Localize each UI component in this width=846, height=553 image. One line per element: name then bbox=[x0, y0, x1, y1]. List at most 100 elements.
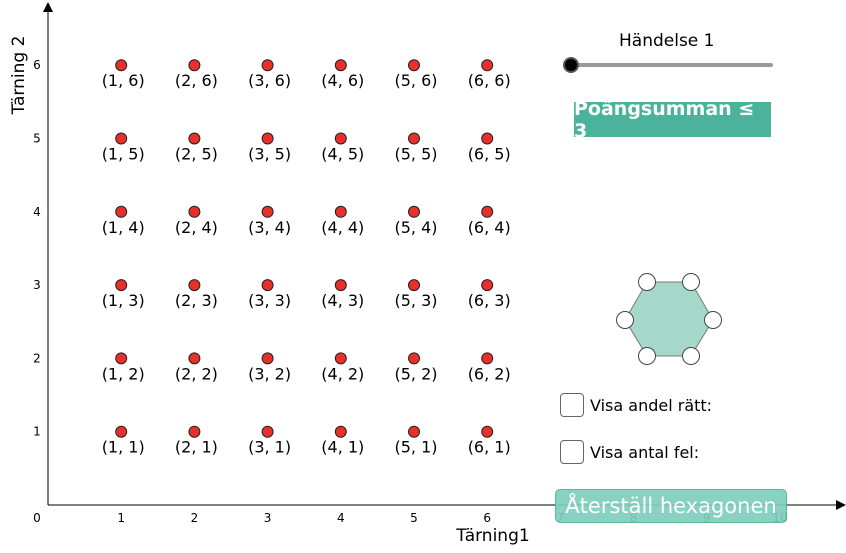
outcome-point[interactable] bbox=[408, 59, 420, 72]
outcome-point[interactable] bbox=[115, 425, 128, 438]
outcome-label: (1, 3) bbox=[102, 291, 145, 310]
outcome-point[interactable] bbox=[408, 425, 420, 438]
hexagon-shape bbox=[624, 281, 714, 357]
outcome-point[interactable] bbox=[481, 59, 494, 72]
outcome-point[interactable] bbox=[408, 132, 420, 145]
outcome-point[interactable] bbox=[261, 279, 274, 292]
outcome-point[interactable] bbox=[481, 425, 494, 438]
outcome-label: (1, 5) bbox=[102, 145, 145, 164]
hexagon-vertex[interactable] bbox=[638, 347, 656, 365]
outcome-label: (1, 1) bbox=[102, 438, 145, 457]
outcome-point[interactable] bbox=[408, 279, 420, 292]
outcome-label: (6, 1) bbox=[468, 438, 511, 457]
outcome-label: (2, 6) bbox=[175, 71, 218, 90]
outcome-point[interactable] bbox=[261, 59, 274, 72]
slider-track[interactable] bbox=[569, 63, 773, 67]
reset-hexagon-button[interactable]: Återställ hexagonen bbox=[555, 489, 787, 523]
event-slider[interactable] bbox=[563, 57, 777, 75]
y-tick-label: 2 bbox=[33, 351, 41, 365]
show-error-count-checkbox[interactable] bbox=[560, 440, 584, 464]
y-tick-label: 5 bbox=[33, 132, 41, 146]
outcome-label: (2, 5) bbox=[175, 145, 218, 164]
outcome-point[interactable] bbox=[481, 132, 494, 145]
hexagon-vertex[interactable] bbox=[704, 311, 722, 329]
hexagon-vertex[interactable] bbox=[616, 311, 634, 329]
outcome-point[interactable] bbox=[334, 352, 347, 365]
outcome-point[interactable] bbox=[334, 425, 347, 438]
outcome-point[interactable] bbox=[481, 279, 494, 292]
outcome-label: (6, 4) bbox=[468, 218, 511, 237]
x-tick-label: 3 bbox=[264, 511, 272, 525]
outcome-point[interactable] bbox=[261, 132, 274, 145]
outcome-point[interactable] bbox=[481, 352, 494, 365]
outcome-point[interactable] bbox=[188, 205, 201, 218]
outcome-label: (3, 2) bbox=[248, 364, 291, 383]
slider-knob[interactable] bbox=[563, 57, 579, 73]
outcome-point[interactable] bbox=[481, 205, 494, 218]
show-error-count-label[interactable]: Visa antal fel: bbox=[590, 442, 700, 462]
outcome-label: (5, 6) bbox=[394, 71, 437, 90]
outcome-point[interactable] bbox=[261, 425, 274, 438]
outcome-label: (5, 1) bbox=[394, 438, 437, 457]
x-tick-label: 0 bbox=[33, 511, 41, 525]
show-correct-ratio-label[interactable]: Visa andel rätt: bbox=[590, 395, 713, 415]
outcome-point[interactable] bbox=[115, 352, 128, 365]
outcome-point[interactable] bbox=[334, 279, 347, 292]
outcome-point[interactable] bbox=[115, 59, 128, 72]
outcome-label: (1, 2) bbox=[102, 364, 145, 383]
event-condition-badge: Poängsumman ≤ 3 bbox=[574, 98, 771, 142]
x-tick-label: 5 bbox=[410, 511, 418, 525]
outcome-label: (3, 4) bbox=[248, 218, 291, 237]
outcome-label: (4, 4) bbox=[321, 218, 364, 237]
outcome-point[interactable] bbox=[188, 132, 201, 145]
outcome-point[interactable] bbox=[334, 59, 347, 72]
outcome-point[interactable] bbox=[408, 205, 420, 218]
outcome-label: (1, 4) bbox=[102, 218, 145, 237]
outcome-point[interactable] bbox=[261, 205, 274, 218]
show-correct-ratio-row[interactable]: Visa andel rätt: bbox=[560, 393, 712, 417]
outcome-point[interactable] bbox=[334, 132, 347, 145]
y-tick-label: 1 bbox=[33, 425, 41, 439]
outcome-label: (5, 2) bbox=[394, 364, 437, 383]
hexagon-vertex[interactable] bbox=[682, 347, 700, 365]
outcome-point[interactable] bbox=[188, 352, 201, 365]
outcome-point[interactable] bbox=[188, 59, 201, 72]
hexagon-vertex[interactable] bbox=[638, 273, 656, 291]
y-axis-label: Tärning 2 bbox=[9, 36, 29, 116]
outcome-point[interactable] bbox=[408, 352, 420, 365]
x-axis-arrow bbox=[836, 500, 846, 510]
show-correct-ratio-checkbox[interactable] bbox=[560, 393, 584, 417]
outcome-point[interactable] bbox=[261, 352, 274, 365]
outcome-label: (2, 3) bbox=[175, 291, 218, 310]
outcome-label: (2, 4) bbox=[175, 218, 218, 237]
outcome-label: (1, 6) bbox=[102, 71, 145, 90]
hexagon-widget bbox=[616, 273, 722, 365]
y-tick-label: 3 bbox=[33, 278, 41, 292]
y-tick-label: 4 bbox=[33, 205, 41, 219]
outcome-label: (4, 2) bbox=[321, 364, 364, 383]
outcome-point[interactable] bbox=[115, 279, 128, 292]
outcome-point[interactable] bbox=[188, 279, 201, 292]
outcome-label: (6, 6) bbox=[468, 71, 511, 90]
outcome-label: (6, 3) bbox=[468, 291, 511, 310]
outcome-label: (5, 5) bbox=[394, 145, 437, 164]
outcome-point[interactable] bbox=[115, 205, 128, 218]
outcome-label: (4, 6) bbox=[321, 71, 364, 90]
x-tick-label: 2 bbox=[191, 511, 199, 525]
outcome-label: (3, 6) bbox=[248, 71, 291, 90]
outcome-label: (6, 2) bbox=[468, 364, 511, 383]
show-error-count-row[interactable]: Visa antal fel: bbox=[560, 440, 699, 464]
outcome-point[interactable] bbox=[188, 425, 201, 438]
outcome-label: (4, 5) bbox=[321, 145, 364, 164]
outcome-label: (3, 3) bbox=[248, 291, 291, 310]
x-tick-label: 1 bbox=[117, 511, 125, 525]
hexagon-vertex[interactable] bbox=[682, 273, 700, 291]
x-axis-label: Tärning1 bbox=[455, 526, 529, 546]
outcome-label: (3, 5) bbox=[248, 145, 291, 164]
outcome-label: (6, 5) bbox=[468, 145, 511, 164]
outcome-label: (2, 2) bbox=[175, 364, 218, 383]
outcome-label: (3, 1) bbox=[248, 438, 291, 457]
outcome-point[interactable] bbox=[115, 132, 128, 145]
outcome-point[interactable] bbox=[334, 205, 347, 218]
